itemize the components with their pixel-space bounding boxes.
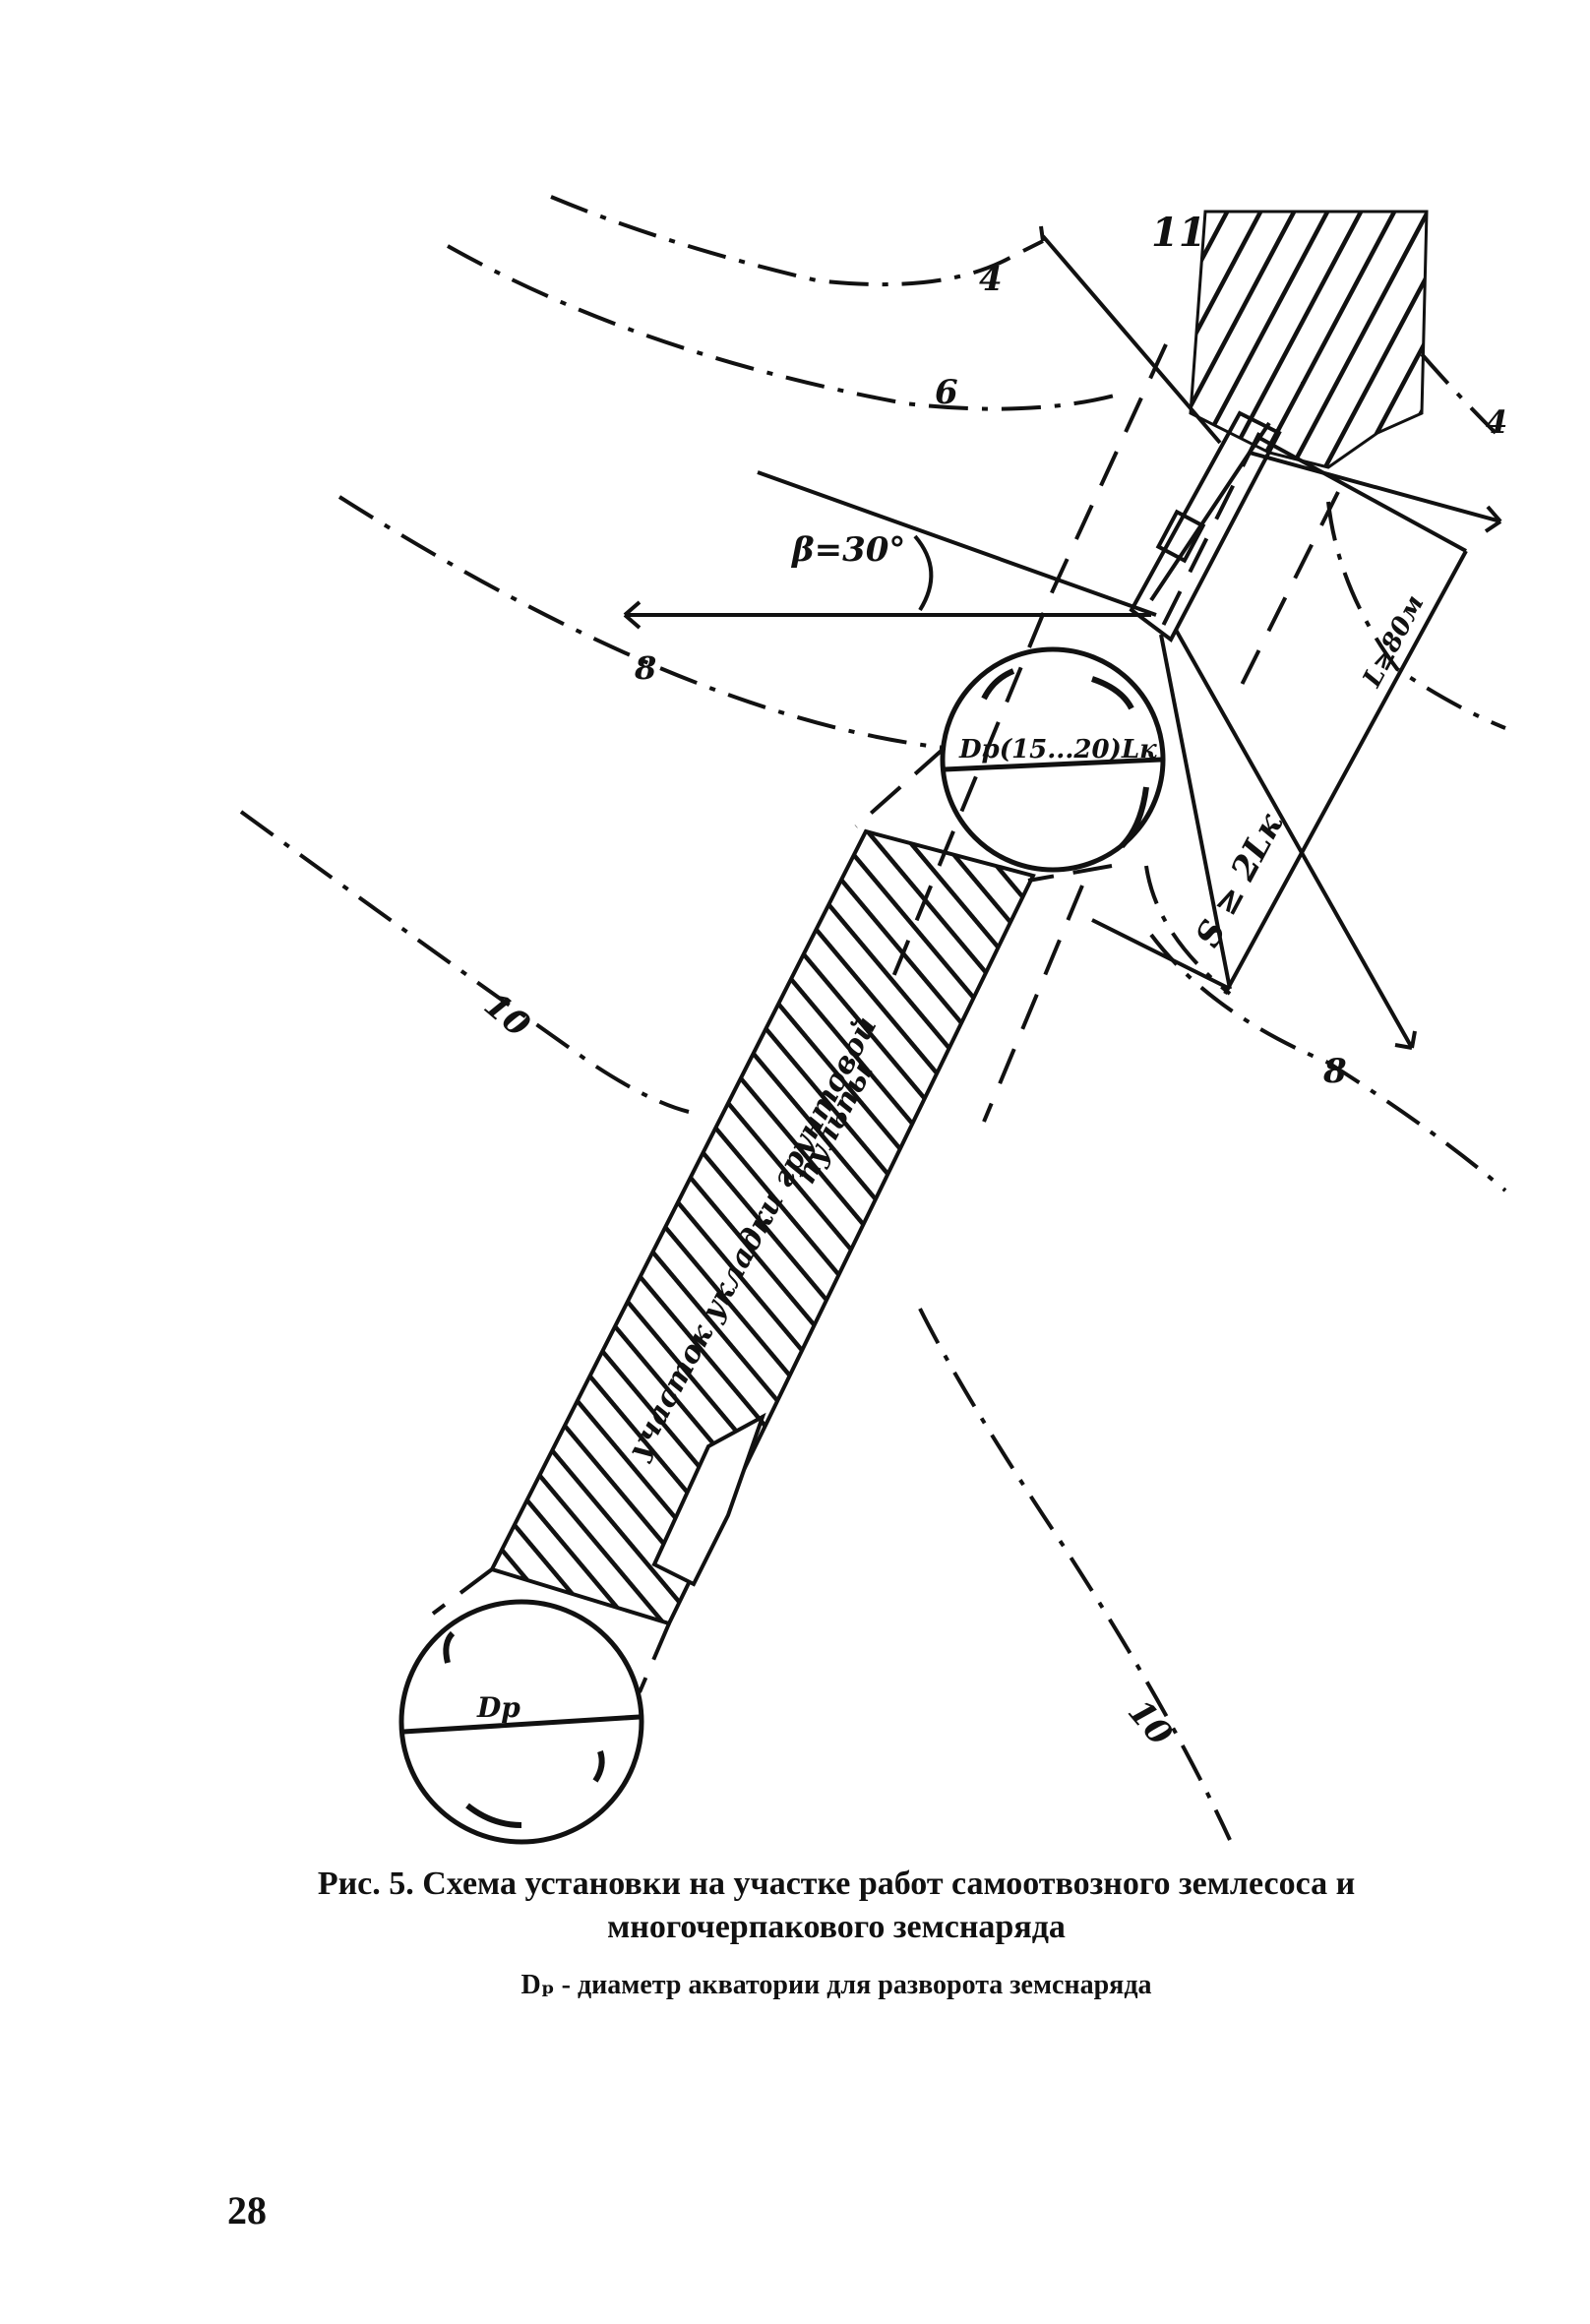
contour-4-right [1420, 352, 1498, 435]
contour-right-mid [1326, 501, 1506, 730]
small-dredge-boat [651, 1412, 766, 1587]
anchor-cables [623, 225, 1502, 1050]
hatched-shore-structure [1189, 210, 1429, 469]
lower-turning-basin [398, 1599, 644, 1845]
label-l-dimension: L≥80м [1357, 590, 1430, 693]
contour-10-left [239, 810, 690, 1114]
label-depth-10-bottom: 10 [1120, 1692, 1180, 1753]
label-depth-4-top: 4 [979, 260, 1003, 299]
label-beta-angle: β=30° [790, 530, 905, 570]
label-depth-10-left: 10 [476, 985, 537, 1045]
contour-10-bottom [918, 1308, 1232, 1841]
label-s-dimension: S ≥ 2Lк [1189, 807, 1292, 954]
contour-inner-curve [1144, 865, 1232, 996]
label-depth-8-right: 8 [1322, 1052, 1347, 1091]
label-depth-8-left: 8 [634, 649, 656, 687]
label-upper-diameter: Dр(15...20)Lк [958, 735, 1157, 764]
depth-contours [239, 195, 1507, 1841]
contour-8-left [337, 495, 946, 750]
label-depth-4-right: 4 [1486, 403, 1507, 441]
page-number: 28 [227, 2188, 267, 2232]
figure-caption-title: Рис. 5. Схема установки на участке работ… [317, 1865, 1356, 1945]
upper-turning-basin [940, 646, 1166, 873]
label-depth-11: 11 [1151, 210, 1206, 256]
figure-caption-legend: Dₚ - диаметр акватории для разворота зем… [520, 1970, 1152, 2000]
dimension-lines [1091, 436, 1468, 995]
contour-4-top [550, 195, 1014, 287]
contour-6 [447, 244, 1123, 411]
disposal-strip-edges [431, 746, 1113, 1693]
contour-8-right [1149, 933, 1507, 1193]
dredging-scheme-drawing: 4 11 6 4 8 10 8 10 β=30° Dр(15...20)Lк D… [239, 195, 1507, 1845]
beta-angle [757, 470, 1157, 617]
label-depth-6: 6 [935, 373, 958, 412]
label-lower-diameter: Dр [476, 1691, 520, 1724]
